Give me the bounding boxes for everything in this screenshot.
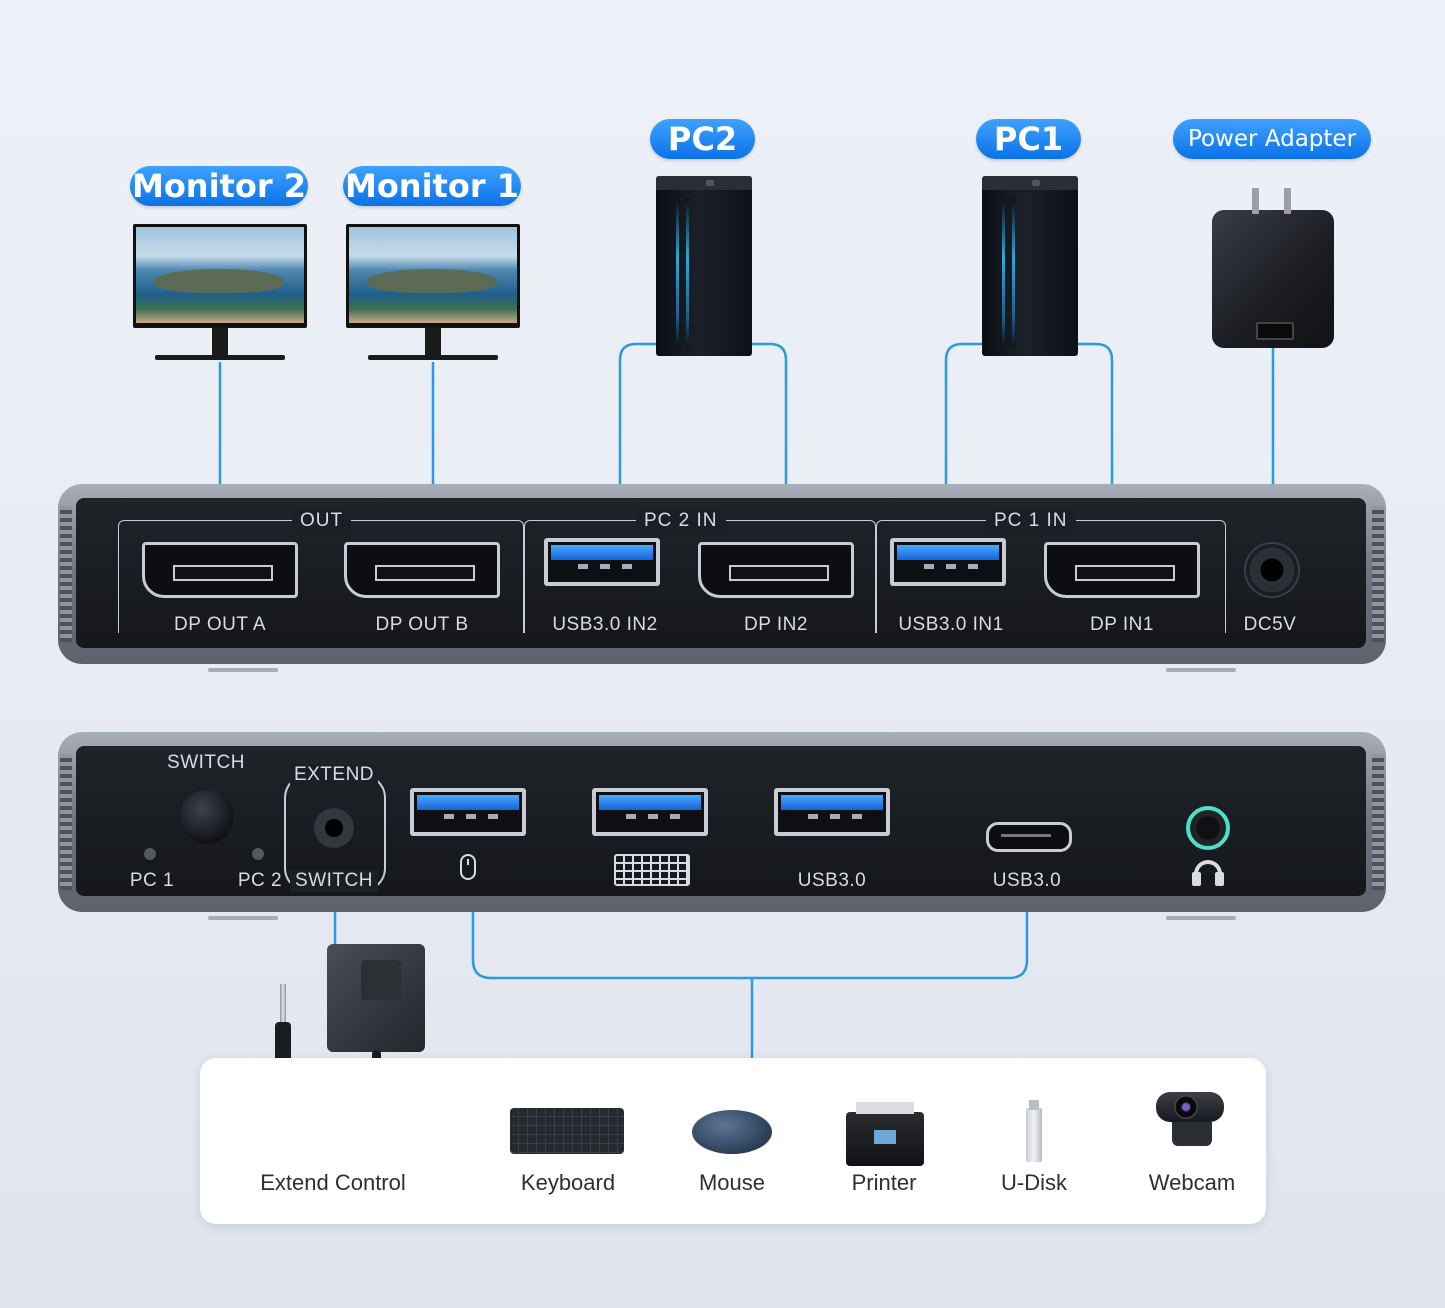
udisk-label: U-Disk — [1001, 1170, 1067, 1195]
usb3-front-port[interactable] — [774, 788, 890, 836]
keyboard-label: Keyboard — [520, 1170, 616, 1195]
dp-out-a-port[interactable] — [142, 542, 298, 598]
usb3-in2-port[interactable] — [544, 538, 660, 586]
dc5v-label: DC5V — [1243, 614, 1297, 635]
dp-in1-label: DP IN1 — [1090, 614, 1154, 635]
switch-label: SWITCH — [167, 752, 245, 773]
mouse-label: Mouse — [698, 1170, 766, 1195]
pc1-label: PC1 — [976, 119, 1081, 159]
pc1-tower-image — [982, 176, 1078, 356]
mouse-image — [692, 1110, 772, 1154]
monitor2-label: Monitor 2 — [130, 166, 308, 206]
dp-in1-port[interactable] — [1044, 542, 1200, 598]
extend-switch-label: SWITCH — [290, 870, 378, 892]
pc2-led-label: PC 2 — [237, 870, 283, 891]
keyboard-usb-port[interactable] — [592, 788, 708, 836]
mouse-icon — [460, 854, 476, 880]
power-adapter-label: Power Adapter — [1173, 119, 1371, 159]
pc2-led — [252, 848, 264, 860]
udisk-image — [1026, 1100, 1042, 1162]
webcam-image — [1156, 1092, 1224, 1146]
usb3-front-label: USB3.0 — [797, 870, 867, 891]
webcam-label: Webcam — [1148, 1170, 1236, 1195]
pc1-led — [144, 848, 156, 860]
out-group-label: OUT — [292, 510, 352, 532]
monitor-2-image — [133, 224, 307, 364]
mouse-usb-port[interactable] — [410, 788, 526, 836]
rear-panel: OUT PC 2 IN PC 1 IN DP OUT A DP OUT B US… — [58, 484, 1386, 672]
extend-switch-jack[interactable] — [314, 808, 354, 848]
usb-c-port[interactable] — [986, 822, 1072, 852]
switch-button[interactable] — [180, 790, 234, 844]
dp-in2-label: DP IN2 — [744, 614, 808, 635]
monitor-1-image — [346, 224, 520, 364]
pc2-label: PC2 — [650, 119, 755, 159]
usb3-in1-port[interactable] — [890, 538, 1006, 586]
front-panel: SWITCH PC 1 PC 2 EXTEND SWITCH USB3.0 US… — [58, 732, 1386, 920]
pc1-in-group-label: PC 1 IN — [986, 510, 1076, 532]
usb3-in1-label: USB3.0 IN1 — [898, 614, 1004, 635]
pc2-in-group-label: PC 2 IN — [636, 510, 726, 532]
pc2-tower-image — [656, 176, 752, 356]
usb3-in2-label: USB3.0 IN2 — [552, 614, 658, 635]
keyboard-image — [510, 1108, 624, 1154]
dp-out-a-label: DP OUT A — [174, 614, 266, 635]
dp-out-b-port[interactable] — [344, 542, 500, 598]
keyboard-icon — [614, 854, 690, 886]
printer-image — [846, 1102, 924, 1166]
headphone-icon — [1190, 858, 1226, 888]
pc1-led-label: PC 1 — [129, 870, 175, 891]
extend-control-remote — [327, 944, 425, 1052]
monitor1-label: Monitor 1 — [343, 166, 521, 206]
audio-jack[interactable] — [1186, 806, 1230, 850]
dc5v-jack[interactable] — [1244, 542, 1300, 598]
peripherals-card: Extend Control Keyboard Mouse Printer U-… — [200, 1058, 1266, 1224]
extend-control-label: Extend Control — [260, 1170, 406, 1195]
dp-in2-port[interactable] — [698, 542, 854, 598]
power-adapter-image — [1212, 188, 1334, 348]
audio-plug-tip — [280, 984, 286, 1024]
extend-label: EXTEND — [290, 764, 378, 786]
dp-out-b-label: DP OUT B — [375, 614, 469, 635]
printer-label: Printer — [851, 1170, 917, 1195]
usb-c-label: USB3.0 — [992, 870, 1062, 891]
